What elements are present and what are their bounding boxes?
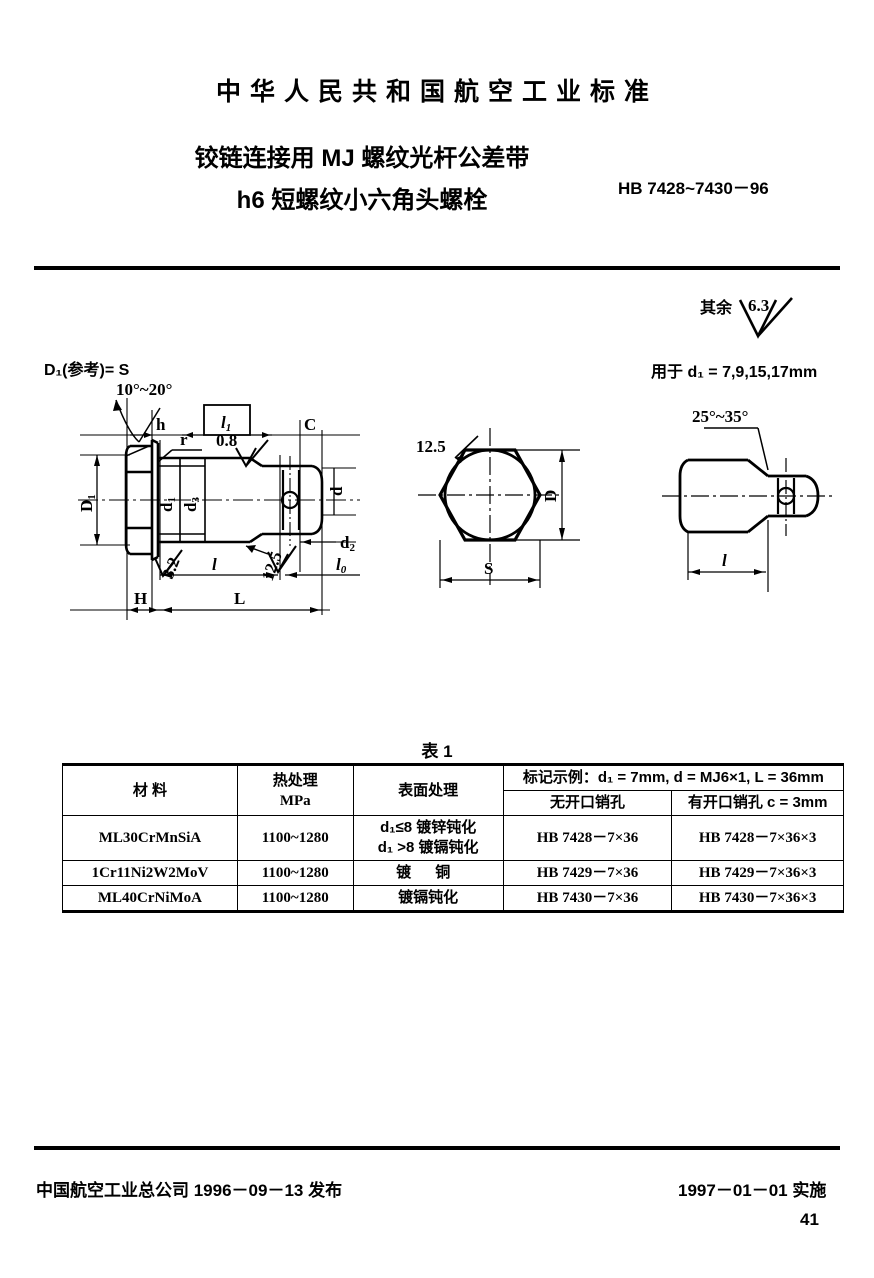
cell-surface-treatment-line2: d₁ >8 镀镉钝化 — [377, 839, 479, 856]
roughness-symbol-bearing-icon — [154, 549, 183, 578]
hex-head-profile — [124, 438, 160, 562]
label-head-height: h — [156, 415, 166, 434]
label-undercut-diameter: d3 — [181, 497, 202, 512]
cell-no-hole-marking: HB 7430－7×36 — [502, 885, 673, 913]
cell-with-hole-marking: HB 7429－7×36×3 — [671, 860, 844, 886]
cell-with-hole-marking: HB 7428－7×36×3 — [671, 815, 844, 861]
label-head-diameter: D1 — [77, 494, 98, 512]
doc-title-line-1: 铰链连接用 MJ 螺纹光杆公差带 — [194, 145, 530, 172]
cell-surface-treatment-line1: d₁≤8 镀锌钝化 — [380, 819, 477, 836]
roughness-symbol-icon — [738, 297, 793, 339]
pin-hole-dim-box: l1 — [203, 404, 251, 436]
label-roughness-hex-flat: 12.5 — [416, 437, 446, 456]
cell-heat-treatment: 1100~1280 — [236, 885, 354, 913]
cell-material: 1Cr11Ni2W2MoV — [62, 860, 238, 886]
table-row: ML30CrMnSiA 1100~1280 d₁≤8 镀锌钝化 d₁ >8 镀镉… — [62, 815, 844, 861]
d1-reference-note: D₁(参考)= S — [44, 362, 130, 379]
label-head-taper-angle: 10°~20° — [116, 380, 172, 399]
cell-surface-treatment: 镀镉钝化 — [352, 885, 504, 913]
table-caption: 表 1 — [421, 742, 453, 761]
header-no-split-pin-hole: 无开口销孔 — [502, 790, 673, 816]
label-chamfer-note: C — [304, 415, 316, 434]
cell-heat-treatment: 1100~1280 — [236, 860, 354, 886]
cell-no-hole-marking: HB 7428－7×36 — [502, 815, 673, 861]
label-head-thickness: H — [134, 589, 147, 608]
bolt-technical-drawing: 10°~20° h D1 r 0.8 3.2 — [70, 380, 836, 620]
remainder-roughness-label: 其余 — [700, 300, 733, 317]
label-total-length: L — [234, 589, 245, 608]
footer-effective-date: 1997－01－01 实施 — [678, 1181, 827, 1200]
label-hex-across-flats: S — [484, 559, 493, 578]
header-heat-treatment: 热处理 MPa — [236, 763, 354, 816]
label-fillet-radius: r — [180, 430, 188, 449]
specification-table: 材 料 热处理 MPa 表面处理 标记示例：d₁ = 7mm, d = MJ6×… — [62, 763, 845, 913]
table-row: 1Cr11Ni2W2MoV 1100~1280 镀 铜 HB 7429－7×36… — [62, 860, 844, 886]
label-thread-diameter: d — [327, 486, 346, 496]
roughness-symbol-thread-icon — [267, 545, 297, 575]
bolt-shank-profile — [158, 456, 324, 544]
table-row: ML40CrNiMoA 1100~1280 镀镉钝化 HB 7430－7×36 … — [62, 885, 844, 913]
cell-with-hole-marking: HB 7430－7×36×3 — [671, 885, 844, 913]
label-grip-length: l — [212, 555, 217, 574]
bolt-hex-end-view: 12.5 D S — [416, 428, 580, 588]
page-title-standard-org: 中华人民共和国航空工业标准 — [215, 78, 658, 106]
label-thread-runout-diameter: d2 — [340, 533, 355, 554]
doc-title-line-2: h6 短螺纹小六角头螺栓 — [236, 187, 488, 214]
header-heat-treatment-line2: MPa — [279, 792, 311, 809]
bolt-point-detail-view: 25°~35° l — [662, 407, 836, 592]
table-header-row-2: 无开口销孔 有开口销孔 c = 3mm — [63, 790, 844, 816]
header-marking-example: 标记示例：d₁ = 7mm, d = MJ6×1, L = 36mm — [502, 763, 845, 791]
roughness-symbol-shank-icon — [235, 439, 269, 469]
footer-issuer: 中国航空工业总公司 1996－09－13 发布 — [36, 1181, 343, 1200]
bolt-side-view: 10°~20° h D1 r 0.8 3.2 — [70, 380, 360, 620]
table-header-row-1: 材 料 热处理 MPa 表面处理 标记示例：d₁ = 7mm, d = MJ6×… — [62, 763, 845, 816]
footer-page-number: 41 — [800, 1210, 819, 1229]
label-pin-hole-position: l — [722, 551, 727, 570]
used-for-note: 用于 d₁ = 7,9,15,17mm — [651, 364, 818, 381]
label-roughness-thread: 12.5 — [258, 549, 286, 583]
label-thread-length: l0 — [336, 555, 347, 576]
cell-heat-treatment: 1100~1280 — [236, 815, 354, 861]
cell-surface-treatment: 镀 铜 — [352, 860, 504, 886]
header-divider-rule — [34, 266, 840, 270]
cell-material: ML40CrNiMoA — [62, 885, 238, 913]
standard-number: HB 7428~7430－96 — [618, 179, 769, 198]
footer-divider-rule — [34, 1146, 840, 1150]
label-point-chamfer-angle: 25°~35° — [692, 407, 748, 426]
header-heat-treatment-line1: 热处理 — [272, 771, 318, 789]
cell-surface-treatment: d₁≤8 镀锌钝化 d₁ >8 镀镉钝化 — [352, 815, 504, 861]
header-surface-treatment: 表面处理 — [352, 763, 504, 816]
cell-material: ML30CrMnSiA — [62, 815, 238, 861]
cell-no-hole-marking: HB 7429－7×36 — [502, 860, 673, 886]
label-pin-hole-dim: l1 — [221, 413, 231, 434]
header-with-split-pin-hole: 有开口销孔 c = 3mm — [671, 790, 844, 816]
remainder-roughness-value: 6.3 — [748, 296, 770, 315]
label-hex-across-corners: D — [541, 490, 560, 502]
header-material: 材 料 — [62, 763, 238, 816]
page-title-document: 铰链连接用 MJ 螺纹光杆公差带 h6 短螺纹小六角头螺栓 — [112, 138, 612, 222]
